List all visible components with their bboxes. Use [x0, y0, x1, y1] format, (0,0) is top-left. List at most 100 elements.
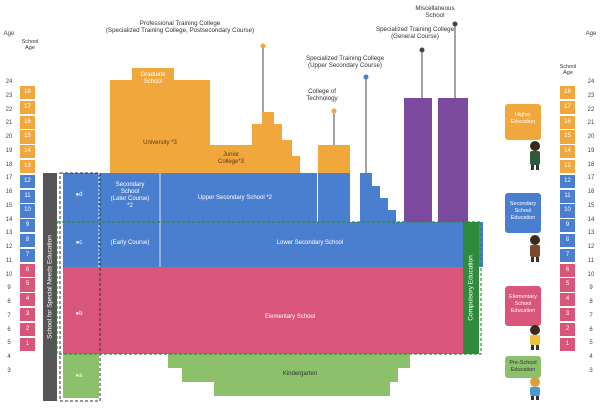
age-tick: 22: [587, 106, 595, 113]
pin-specialized-general-head: [419, 47, 425, 53]
graduate-school-label: Graduate School: [140, 72, 166, 85]
school-age-cell: 10: [560, 204, 575, 218]
age-tick: 16: [587, 189, 595, 195]
age-tick: 9: [7, 285, 11, 292]
upper-secondary-block: [63, 173, 317, 222]
age-tick: 23: [587, 92, 595, 99]
school-age-cell: 13: [560, 160, 575, 174]
age-tick: 12: [5, 244, 13, 250]
age-tick: 6: [7, 326, 11, 333]
specialized-upper-course-block: [360, 173, 396, 222]
age-tick: 6: [589, 326, 593, 333]
upper-secondary-label: Upper Secondary School *2: [197, 195, 273, 201]
lower-secondary-label: Lower Secondary School: [276, 240, 344, 246]
college-technology-upper-block: [318, 145, 350, 173]
age-tick: 3: [7, 367, 11, 374]
school-age-cell: 18: [20, 86, 35, 100]
age-tick: 4: [589, 354, 593, 360]
school-age-cell: 4: [20, 293, 35, 307]
stage-elementary-bubble: Elementary School Education: [505, 286, 541, 326]
student-figure-secondary: [530, 235, 540, 262]
school-age-cell: 14: [560, 145, 575, 159]
compulsory-outline: [56, 221, 482, 355]
compulsory-label: Compulsory Education: [467, 255, 475, 321]
school-age-cell: 15: [20, 130, 35, 144]
school-age-cell: 17: [560, 100, 575, 115]
school-age-cell: 16: [560, 115, 575, 129]
school-age-cell: 18: [560, 86, 575, 100]
callout-specialized-upper: Specialized Training College (Upper Seco…: [305, 55, 385, 69]
kindergarten-block: [168, 354, 410, 396]
age-tick: 10: [5, 271, 13, 278]
stage-secondary-bubble: Secondary School Education: [505, 193, 541, 233]
school-age-cell: 1: [560, 337, 575, 351]
school-age-cell: 2: [20, 322, 35, 337]
school-age-cell: 5: [20, 278, 35, 292]
age-tick: 21: [587, 120, 595, 127]
age-tick: 10: [587, 271, 595, 278]
school-age-cell: 7: [560, 248, 575, 263]
school-age-cell: 10: [20, 204, 35, 218]
callout-professional: Professional Training College (Specializ…: [105, 20, 255, 34]
specialized-general-block: [404, 98, 432, 222]
age-tick: 20: [5, 134, 13, 140]
school-age-cell: 14: [20, 145, 35, 159]
student-figure-elementary: [530, 325, 540, 350]
age-tick: 17: [587, 175, 595, 182]
school-age-label-left: School Age: [21, 39, 39, 51]
professional-college-block: [252, 112, 300, 173]
secondary-early-label: (Early Course): [110, 240, 150, 246]
elementary-label: Elementary School: [264, 314, 316, 320]
school-age-cell: 2: [560, 322, 575, 337]
college-technology-lower-block: [318, 173, 350, 222]
stage-secondary-label: Secondary School Education: [509, 201, 537, 221]
school-age-cell: 5: [560, 278, 575, 292]
stage-elementary-label: Elementary School Education: [509, 294, 537, 314]
stage-preschool-bubble: Pre-School Education: [505, 356, 541, 378]
age-tick: 21: [5, 120, 13, 127]
school-age-cell: 3: [560, 308, 575, 322]
school-age-label-right: School Age: [559, 64, 577, 76]
age-tick: 24: [5, 79, 13, 85]
school-age-cell: 11: [20, 189, 35, 203]
student-figure-higher: [530, 141, 540, 170]
age-tick: 15: [587, 202, 595, 209]
age-tick: 11: [5, 257, 13, 264]
callout-miscellaneous: Miscellaneous School: [415, 5, 455, 19]
school-age-cell: 15: [560, 130, 575, 144]
age-tick: 13: [587, 230, 595, 237]
university-block: [110, 80, 210, 173]
marker-a: ●a: [75, 373, 83, 379]
age-tick: 14: [587, 216, 595, 223]
school-age-cell: 8: [20, 234, 35, 248]
special-needs-bar: [43, 173, 57, 401]
school-age-cell: 17: [20, 100, 35, 115]
age-tick: 15: [5, 202, 13, 209]
stage-preschool-label: Pre-School Education: [509, 360, 537, 373]
age-tick: 8: [589, 299, 593, 305]
lower-secondary-block: [63, 222, 483, 267]
age-tick: 19: [5, 147, 13, 154]
age-tick: 16: [5, 189, 13, 195]
age-tick: 5: [7, 340, 11, 347]
age-tick: 18: [5, 161, 13, 168]
school-age-cell: 9: [560, 219, 575, 233]
school-age-cell: 12: [560, 174, 575, 189]
school-age-cell: 7: [20, 248, 35, 263]
school-age-cell: 11: [560, 189, 575, 203]
pin-professional-head: [260, 43, 266, 49]
stage-higher-bubble: Higher Education: [505, 104, 541, 140]
special-needs-outline: [59, 172, 101, 402]
age-tick: 5: [589, 340, 593, 347]
school-age-cell: 12: [20, 174, 35, 189]
marker-c: ●c: [75, 240, 83, 246]
callout-college-tech: College of Technology: [306, 88, 338, 102]
school-age-cell: 1: [20, 337, 35, 351]
age-tick: 12: [587, 244, 595, 250]
junior-college-label: Junior College*3: [217, 152, 245, 165]
school-age-cell: 9: [20, 219, 35, 233]
pin-college-tech-head: [331, 108, 337, 114]
callout-specialized-general: Specialized Training College (General Co…: [375, 26, 455, 40]
pin-miscellaneous-head: [452, 21, 458, 27]
